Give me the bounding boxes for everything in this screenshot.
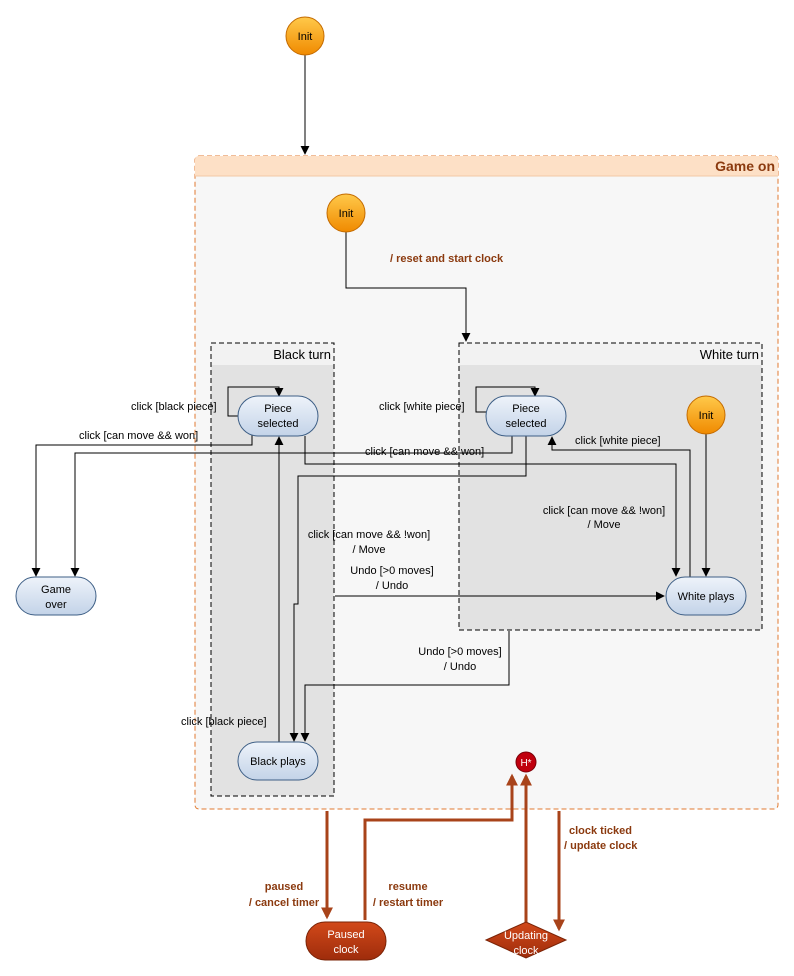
init-white-label: Init <box>699 410 714 422</box>
black-turn-container: Black turn <box>210 342 335 797</box>
init-node-top: Init <box>285 16 325 56</box>
edges <box>31 55 711 742</box>
history-node: H* <box>515 751 537 773</box>
paused-clock-node: Paused clock <box>305 921 387 961</box>
white-piece-selected-node: Piece selected <box>485 395 567 437</box>
updating-clock-line2: clock <box>513 945 539 957</box>
black-piece-selected-line2: selected <box>258 418 299 430</box>
label-white-move-1: click [can move && !won] <box>543 505 665 517</box>
edge-reset-start <box>345 232 471 342</box>
edge-white-click-piece <box>547 436 691 578</box>
edge-white-won <box>70 435 513 577</box>
edge-resume <box>363 773 518 920</box>
init-node-inner: Init <box>326 193 366 233</box>
black-plays-label: Black plays <box>250 756 306 768</box>
label-white-move-2: / Move <box>587 519 620 531</box>
label-undo-bottom-1: Undo [>0 moves] <box>418 646 501 658</box>
updating-clock-line1: Updating <box>504 930 548 942</box>
white-plays-node: White plays <box>665 576 747 616</box>
label-click-black-piece-self: click [black piece] <box>131 401 217 413</box>
label-undo-bottom-2: / Undo <box>444 661 476 673</box>
init-inner-label: Init <box>339 208 354 220</box>
label-resume-1: resume <box>388 881 427 893</box>
init-node-white: Init <box>686 395 726 435</box>
label-reset-start: / reset and start clock <box>390 253 504 265</box>
label-black-move-1: click [can move && !won] <box>308 529 430 541</box>
black-turn-title: Black turn <box>273 347 331 362</box>
label-undo-top-1: Undo [>0 moves] <box>350 565 433 577</box>
black-plays-node: Black plays <box>237 741 319 781</box>
white-piece-selected-line1: Piece <box>512 403 540 415</box>
history-label: H* <box>520 758 531 769</box>
paused-clock-line2: clock <box>333 944 359 956</box>
init-top-label: Init <box>298 31 313 43</box>
edge-black-won <box>31 434 253 577</box>
label-click-won-white: click [can move && won] <box>365 446 484 458</box>
edge-white-move <box>289 436 527 742</box>
game-over-node: Game over <box>15 576 97 616</box>
game-over-line2: over <box>45 599 67 611</box>
black-piece-selected-node: Piece selected <box>237 395 319 437</box>
label-resume-2: / restart timer <box>373 897 444 909</box>
white-piece-selected-line2: selected <box>506 418 547 430</box>
label-clock-ticked-2: / update clock <box>564 840 638 852</box>
label-black-move-2: / Move <box>352 544 385 556</box>
label-clock-ticked-1: clock ticked <box>569 825 632 837</box>
label-undo-top-2: / Undo <box>376 580 408 592</box>
label-click-white-piece-self: click [white piece] <box>379 401 465 413</box>
edge-white-self-loop <box>475 386 540 413</box>
label-click-white-piece: click [white piece] <box>575 435 661 447</box>
edge-black-move <box>304 436 681 577</box>
game-on-title: Game on <box>715 158 775 174</box>
paused-clock-line1: Paused <box>327 929 364 941</box>
game-over-line1: Game <box>41 584 71 596</box>
label-click-won-black: click [can move && won] <box>79 430 198 442</box>
edge-undo-bottom <box>300 631 510 742</box>
clock-edges <box>321 773 565 932</box>
label-paused-1: paused <box>265 881 304 893</box>
updating-clock-node: Updating clock <box>484 921 568 959</box>
black-piece-selected-line1: Piece <box>264 403 292 415</box>
white-turn-title: White turn <box>700 347 759 362</box>
label-click-black-piece: click [black piece] <box>181 716 267 728</box>
edge-black-self-loop <box>227 386 284 417</box>
label-paused-2: / cancel timer <box>249 897 320 909</box>
white-plays-label: White plays <box>678 591 735 603</box>
